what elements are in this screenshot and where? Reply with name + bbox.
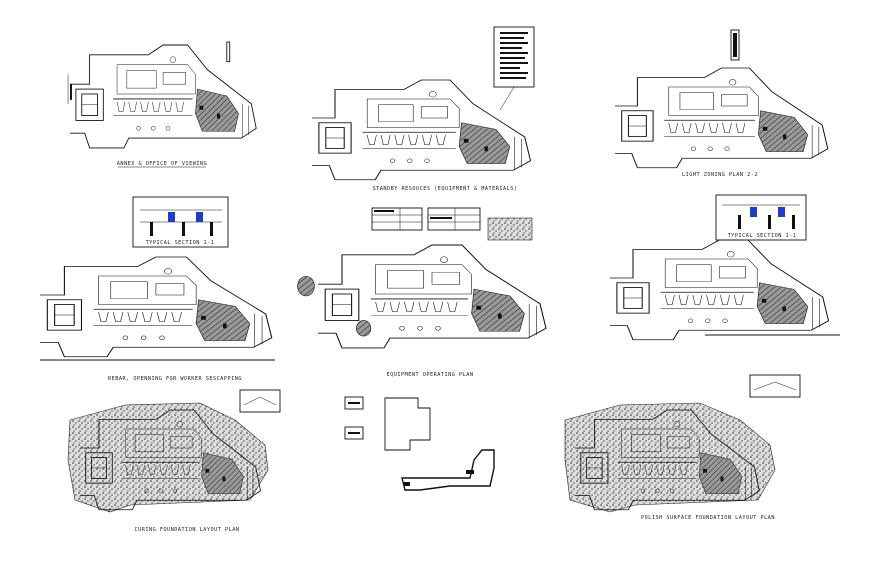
- legend-table: [493, 26, 535, 111]
- detail-caption-right: TYPICAL SECTION 1-1: [728, 233, 797, 239]
- detail-typical-section-left: TYPICAL SECTION 1-1: [132, 196, 229, 248]
- plan-standby-resources: [311, 79, 532, 181]
- plan-section-right: [609, 239, 830, 341]
- plan-light-zoning: [614, 67, 829, 169]
- plan-annex-office: [67, 41, 257, 149]
- plan-equipment-operating: [297, 244, 547, 349]
- plan-polish-surface-foundation: [564, 374, 801, 513]
- caption-rebar-opening: REBAR, OPENNING FOR WORKER SESCAPPING: [108, 376, 242, 382]
- caption-standby-resources: STANDBY RESOUCES (EQUIPMENT & MATERIALS): [373, 186, 518, 192]
- caption-polish-surface-foundation: POLISH SURFACE FOUNDATION LAYOUT PLAN: [641, 515, 775, 521]
- plan-curing-foundation: [67, 389, 281, 513]
- equipment-tables: [371, 207, 533, 241]
- caption-equipment-operating: EQUIPMENT OPERATING PLAN: [387, 372, 474, 378]
- detail-caption-left: TYPICAL SECTION 1-1: [146, 240, 215, 246]
- caption-curing-foundation: CURING FOUNDATION LAYOUT PLAN: [134, 527, 239, 533]
- caption-light-zoning: LIGHT ZONING PLAN 2-2: [682, 172, 758, 178]
- plan-rebar-opening: [39, 256, 273, 358]
- plan-details-center: [344, 396, 495, 491]
- detail-typical-section-right: TYPICAL SECTION 1-1: [715, 194, 807, 241]
- caption-annex-office: ANNEX & OFFICE OF VIEWING: [117, 161, 208, 167]
